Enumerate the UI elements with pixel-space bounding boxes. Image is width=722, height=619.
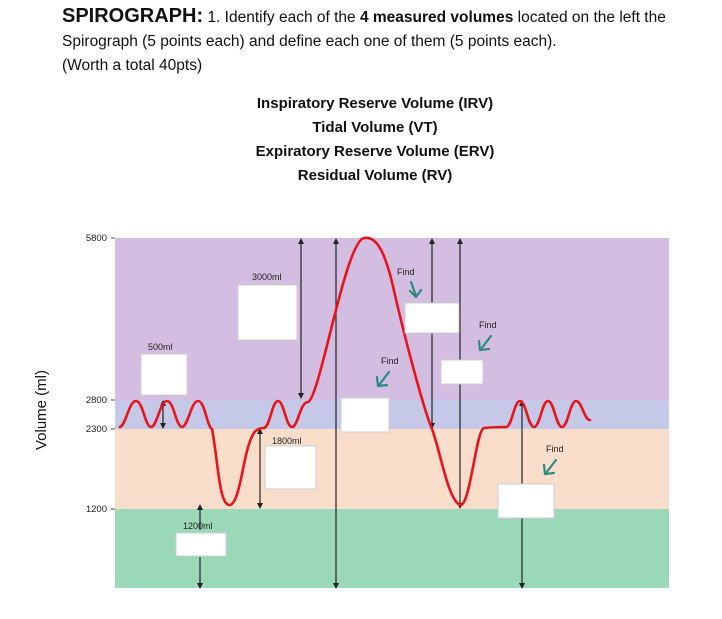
tick-label-5800: 5800 [86, 233, 107, 244]
question-emphasis: 4 measured volumes [359, 9, 514, 26]
question-body: located on the left the Spirograph (5 po… [62, 9, 666, 50]
volume-list-item: Residual Volume (RV) [297, 167, 453, 184]
tick-label-2800: 2800 [86, 395, 107, 406]
down-left-arrow-icon [477, 334, 493, 352]
volume-list-item: Tidal Volume (VT) [312, 119, 438, 136]
find-label-4: Find [546, 444, 564, 454]
question-worth: (Worth a total 40pts) [62, 57, 203, 74]
answer-box-1800ml[interactable] [264, 445, 317, 490]
section-title: SPIROGRAPH: [62, 5, 204, 27]
erv-zone [115, 429, 669, 509]
find-arrow-icon [375, 280, 558, 476]
answer-box-find-1[interactable] [340, 397, 390, 433]
label-1200ml: 1200ml [183, 521, 213, 531]
question-text: SPIROGRAPH: 1. Identify each of the 4 me… [62, 4, 712, 78]
find-label-3: Find [479, 320, 497, 330]
tick-marks [111, 237, 115, 510]
volume-list-item: Inspiratory Reserve Volume (IRV) [256, 95, 494, 112]
answer-blanks [140, 284, 555, 557]
question-number: 1. Identify each of the [207, 9, 356, 26]
down-arrow-icon [408, 280, 423, 299]
answer-box-find-2[interactable] [404, 302, 460, 334]
answer-box-find-4[interactable] [497, 483, 555, 519]
y-axis-label: Volume (ml) [33, 370, 50, 450]
find-label-2: Find [381, 356, 399, 366]
answer-box-500ml[interactable] [140, 353, 188, 396]
irv-zone [115, 238, 669, 400]
answer-box-find-3[interactable] [440, 359, 484, 385]
spirograph-trace [118, 236, 592, 507]
label-500ml: 500ml [148, 342, 173, 352]
tick-label-1200: 1200 [86, 504, 107, 515]
tidal-zone [115, 400, 669, 429]
answer-box-1200ml[interactable] [175, 532, 227, 557]
tick-label-2300: 2300 [86, 424, 107, 435]
label-1800ml: 1800ml [272, 436, 302, 446]
volume-list-item: Expiratory Reserve Volume (ERV) [255, 143, 495, 160]
down-left-arrow-icon [375, 370, 391, 388]
label-3000ml: 3000ml [252, 272, 282, 282]
down-left-arrow-icon [542, 458, 558, 476]
volume-list: Inspiratory Reserve Volume (IRV) Tidal V… [215, 92, 535, 188]
find-label-1: Find [397, 267, 415, 277]
answer-box-3000ml[interactable] [237, 284, 298, 341]
